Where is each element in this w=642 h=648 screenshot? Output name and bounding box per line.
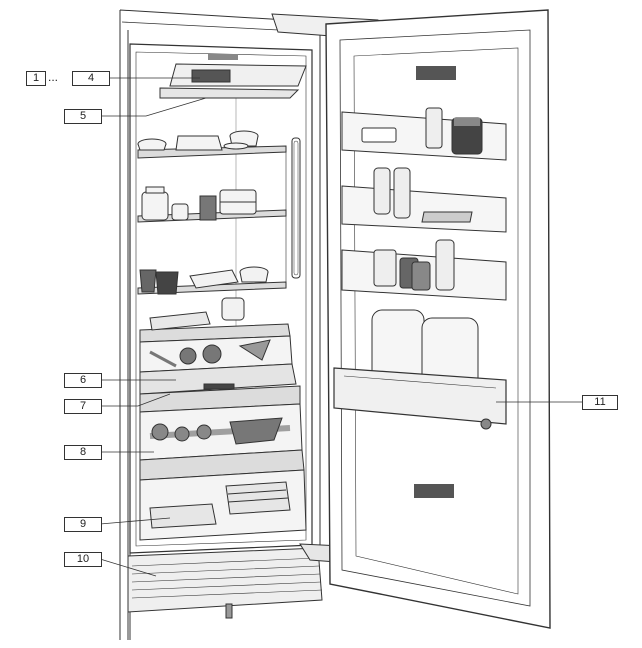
- callout-4: 4: [72, 71, 110, 86]
- shelf1-food: [137, 130, 259, 151]
- callout-7: 7: [64, 399, 102, 414]
- shelf2-food: [141, 186, 257, 221]
- callout-10: 10: [64, 552, 102, 567]
- glass-shelves: [137, 145, 291, 343]
- drawer-middle: [139, 403, 305, 481]
- toe-grille: [127, 547, 323, 619]
- light-strip: [291, 137, 301, 279]
- callout-6: 6: [64, 373, 102, 388]
- drawer-top: [139, 335, 301, 413]
- shelf3-food: [139, 266, 269, 331]
- leader-lines: [99, 77, 582, 577]
- callout-8: 8: [64, 445, 102, 460]
- callout-range-separator: ...: [48, 70, 59, 84]
- drawer-bottom: [139, 469, 307, 541]
- callout-1: 1: [26, 71, 46, 86]
- callout-5: 5: [64, 109, 102, 124]
- callout-11: 11: [582, 395, 618, 410]
- callout-9: 9: [64, 517, 102, 532]
- door-bins: [333, 107, 507, 430]
- control-panel: [159, 54, 307, 99]
